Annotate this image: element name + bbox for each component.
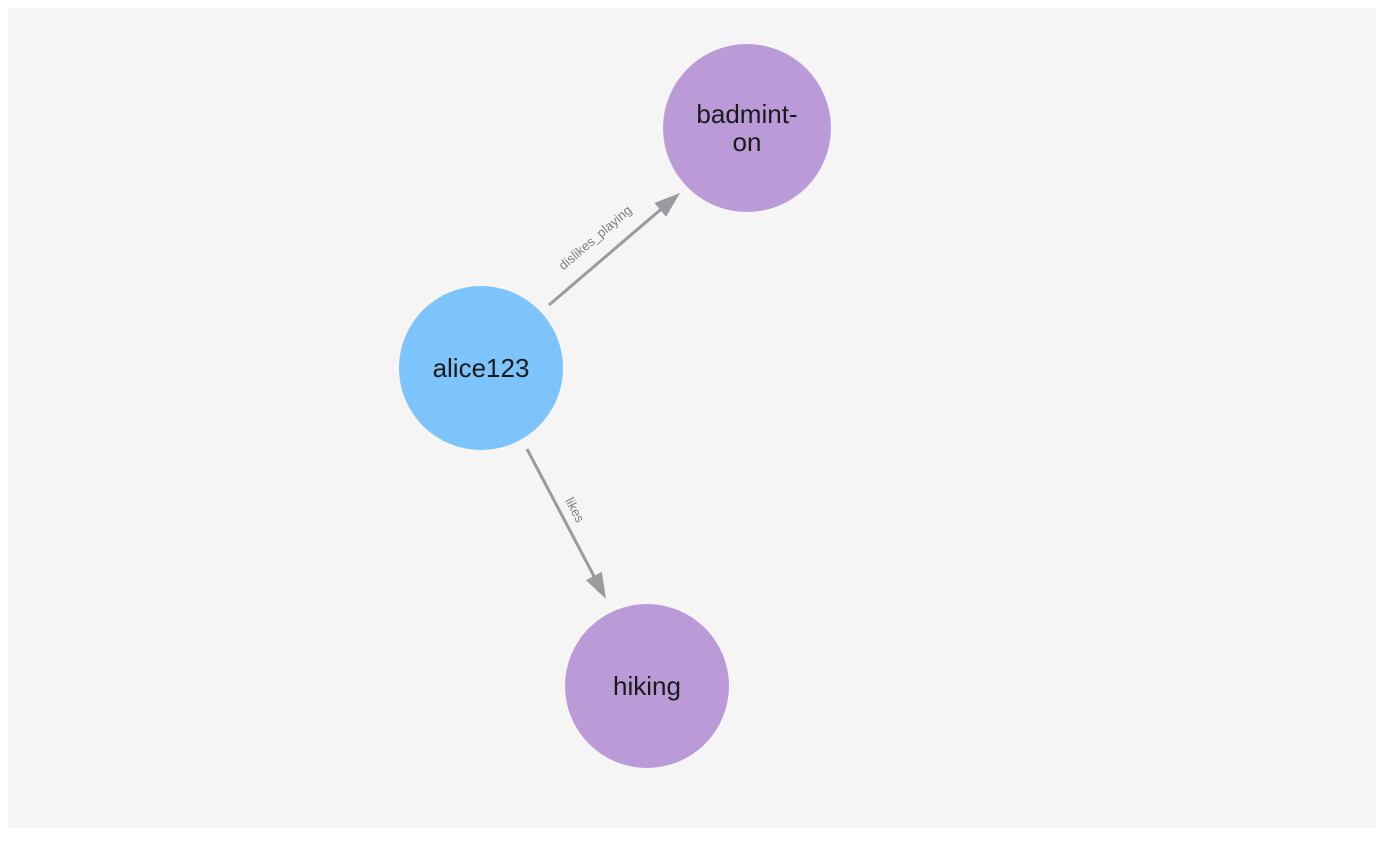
graph-svg: dislikes_playing likes badmint- on alice… — [399, 44, 831, 768]
node-circle-badminton[interactable] — [663, 44, 831, 212]
node-label-badminton-line-2: on — [733, 127, 762, 157]
edge-line-dislikes-playing — [548, 204, 666, 307]
node-label-badminton-line-1: badmint- — [696, 99, 797, 129]
node-label-alice123: alice123 — [433, 353, 530, 383]
node-label-hiking: hiking — [613, 671, 681, 701]
edge-line-likes — [525, 448, 599, 583]
edge-dislikes-playing[interactable]: dislikes_playing — [548, 193, 680, 307]
node-badminton[interactable]: badmint- on — [663, 44, 831, 212]
node-alice123[interactable]: alice123 — [399, 286, 563, 450]
arrowhead-likes — [585, 571, 606, 599]
arrowhead-dislikes-playing — [654, 193, 680, 217]
node-circle-hiking[interactable] — [565, 604, 729, 768]
edge-label-dislikes-playing: dislikes_playing — [556, 202, 635, 273]
node-hiking[interactable]: hiking — [565, 604, 729, 768]
edge-likes[interactable]: likes — [525, 448, 606, 599]
node-layer: badmint- on alice123 hiking — [399, 44, 831, 768]
node-circle-alice123[interactable] — [399, 286, 563, 450]
